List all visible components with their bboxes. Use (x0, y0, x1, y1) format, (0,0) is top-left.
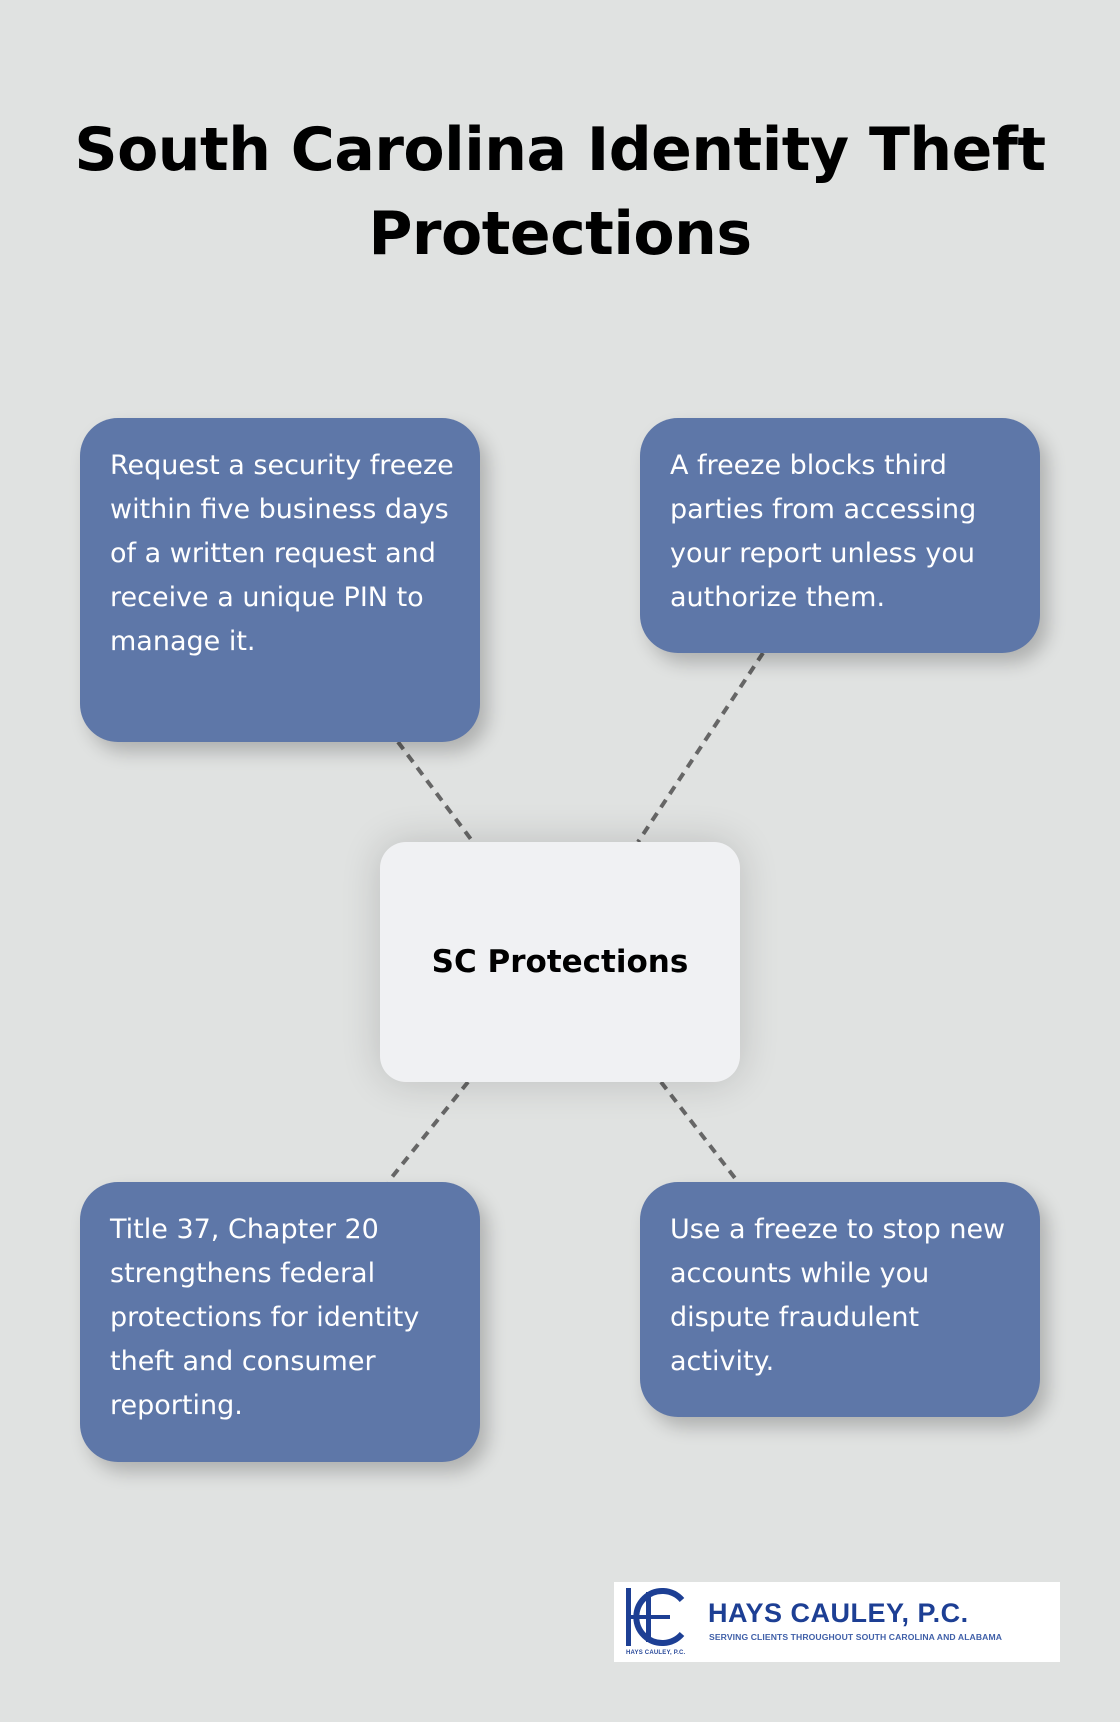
node-text: A freeze blocks third parties from acces… (670, 450, 977, 613)
page-title: South Carolina Identity Theft Protection… (74, 115, 1046, 269)
connector-bottom-left (386, 1080, 470, 1184)
node-text: Request a security freeze within five bu… (110, 450, 454, 657)
logo-company-name: HAYS CAULEY, P.C. (708, 1598, 969, 1628)
center-node: SC Protections (380, 842, 740, 1082)
logo-small-caption: HAYS CAULEY, P.C. (626, 1650, 686, 1656)
center-node-label: SC Protections (431, 944, 689, 980)
node-freeze-dispute: Use a freeze to stop new accounts while … (640, 1182, 1040, 1417)
node-text: Use a freeze to stop new accounts while … (670, 1214, 1006, 1377)
connector-top-left (396, 740, 475, 844)
node-title-37-chapter-20: Title 37, Chapter 20 strengthens federal… (80, 1182, 480, 1462)
connector-top-right (636, 651, 765, 844)
company-logo: HAYS CAULEY, P.C. HAYS CAULEY, P.C. SERV… (614, 1582, 1060, 1662)
hc-monogram-icon (626, 1588, 685, 1646)
node-freeze-blocks-access: A freeze blocks third parties from acces… (640, 418, 1040, 653)
node-text: Title 37, Chapter 20 strengthens federal… (110, 1214, 420, 1421)
logo-tagline: SERVING CLIENTS THROUGHOUT SOUTH CAROLIN… (709, 1632, 1003, 1642)
node-security-freeze-request: Request a security freeze within five bu… (80, 418, 480, 742)
connector-bottom-right (659, 1080, 740, 1184)
